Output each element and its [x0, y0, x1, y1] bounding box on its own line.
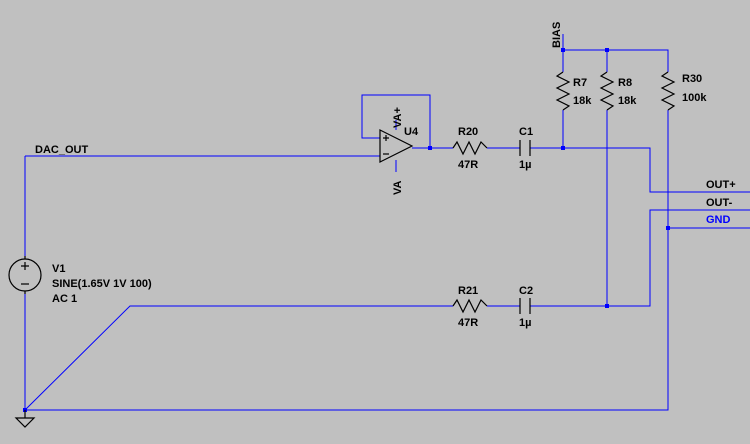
- r7-ref: R7: [573, 77, 587, 89]
- r7-zigzag: [555, 71, 571, 111]
- resistor-r8[interactable]: [599, 71, 615, 111]
- ground-symbol[interactable]: [14, 410, 36, 428]
- c2-value: 1µ: [519, 317, 531, 329]
- junction-bias-r8: [605, 48, 609, 52]
- r7-value: 18k: [573, 95, 592, 107]
- junction-u4-out: [428, 146, 432, 150]
- v1-plus-sign: [21, 262, 29, 270]
- r20-value: 47R: [458, 159, 478, 171]
- r8-value: 18k: [618, 95, 637, 107]
- junction-c1-r7: [561, 146, 565, 150]
- capacitor-c2[interactable]: [519, 298, 531, 314]
- resistor-r7[interactable]: [555, 71, 571, 111]
- opamp-u4[interactable]: [379, 129, 414, 163]
- r20-ref: R20: [458, 126, 478, 138]
- r21-ref: R21: [458, 285, 478, 297]
- capacitor-c1[interactable]: [519, 140, 531, 156]
- r8-ref: R8: [618, 77, 632, 89]
- resistor-r30[interactable]: [660, 71, 676, 111]
- junction-r30-gnd: [666, 226, 670, 230]
- v1-value: SINE(1.65V 1V 100): [52, 278, 152, 290]
- c1-ref: C1: [519, 126, 533, 138]
- v1-ac: AC 1: [52, 293, 77, 305]
- net-label-dac-out: DAC_OUT: [35, 144, 88, 156]
- v1-ref: V1: [52, 263, 65, 275]
- u4-va-label: VA: [392, 180, 404, 195]
- r30-value: 100k: [682, 92, 707, 104]
- wire-feedback[interactable]: [361, 94, 431, 148]
- wire-c1-outplus[interactable]: [530, 147, 750, 193]
- wire-diagonal-return[interactable]: [24, 305, 453, 411]
- net-label-out-minus: OUT-: [706, 197, 733, 209]
- resistor-r21[interactable]: [452, 298, 488, 314]
- c1-plates: [519, 140, 531, 156]
- voltage-source-v1[interactable]: [8, 256, 42, 294]
- u4-plus-mark: [383, 135, 389, 141]
- net-label-bias: BIAS: [551, 22, 563, 48]
- r30-ref: R30: [682, 73, 702, 85]
- c2-ref: C2: [519, 285, 533, 297]
- ground-triangle: [14, 410, 36, 428]
- wires: [24, 34, 750, 411]
- r21-value: 47R: [458, 317, 478, 329]
- r20-zigzag: [452, 140, 488, 156]
- wire-dac-out[interactable]: [24, 155, 380, 258]
- c2-plates: [519, 298, 531, 314]
- wire-c2-outminus[interactable]: [530, 209, 750, 307]
- wire-gnd-rail[interactable]: [25, 227, 750, 411]
- net-label-out-plus: OUT+: [706, 179, 736, 191]
- u4-triangle: [379, 129, 414, 163]
- r8-zigzag: [599, 71, 615, 111]
- resistor-r20[interactable]: [452, 140, 488, 156]
- u4-ref: U4: [404, 126, 419, 138]
- u4-va-plus-label: VA+: [392, 107, 404, 128]
- r30-zigzag: [660, 71, 676, 111]
- junction-bias: [561, 48, 565, 52]
- junction-r8-c2: [605, 304, 609, 308]
- r21-zigzag: [452, 298, 488, 314]
- wire-bias[interactable]: [562, 34, 669, 72]
- c1-value: 1µ: [519, 159, 531, 171]
- net-label-gnd: GND: [706, 214, 731, 226]
